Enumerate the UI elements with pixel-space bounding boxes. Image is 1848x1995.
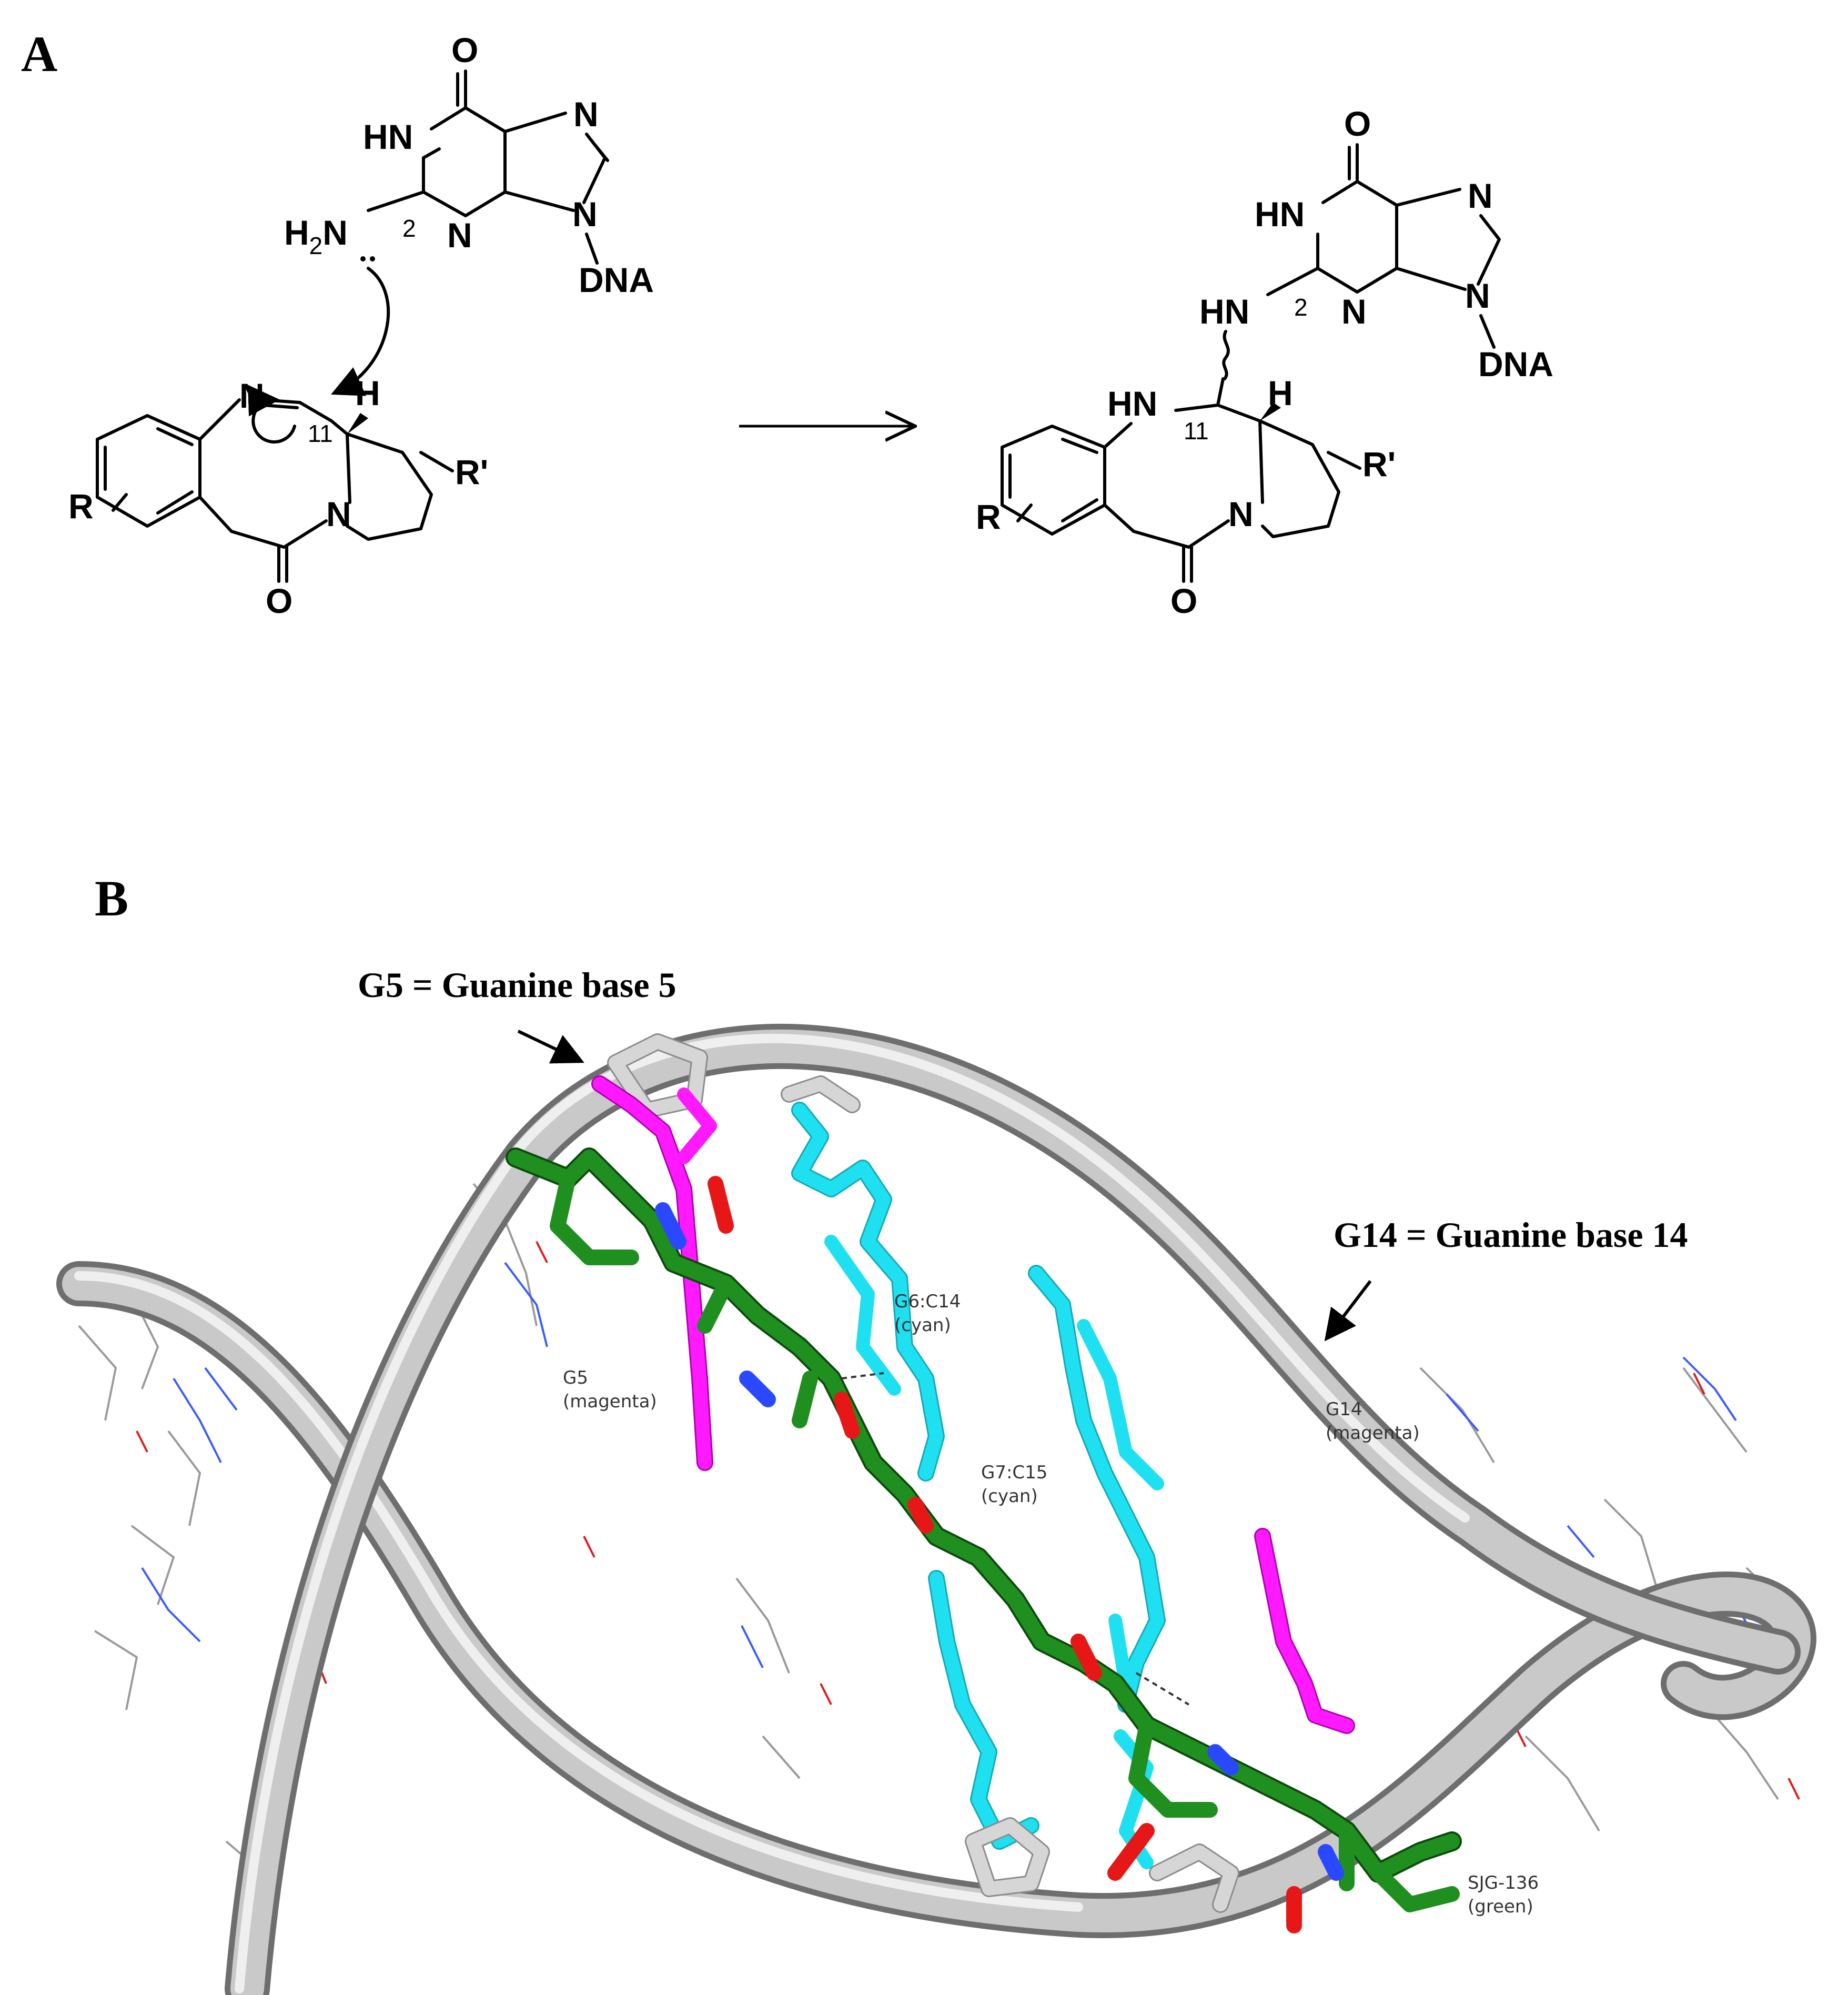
guanine-right-n2h: HN	[1199, 292, 1249, 331]
callout-g14: G14 = Guanine base 14	[1334, 1215, 1688, 1255]
guanine-left-n1h: HN	[363, 117, 413, 156]
guanine-right-n7: N	[1468, 176, 1493, 215]
guanine-right-n3: N	[1341, 292, 1367, 331]
hbond-lower	[1135, 1672, 1190, 1706]
panel-a-label: A	[21, 26, 57, 82]
amine-h: H	[284, 213, 309, 252]
label-g7c15-line2: (cyan)	[981, 1486, 1038, 1507]
label-g7c15-line1: G7:C15	[981, 1462, 1047, 1483]
panel-b-label: B	[95, 870, 128, 926]
pbd-left-h: H	[355, 374, 380, 412]
guanine-right: O HN N N N HN 2 DNA	[1199, 104, 1553, 384]
amine-n: N	[322, 213, 348, 252]
pbd-left-o: O	[266, 581, 292, 620]
guanine-right-o6: O	[1344, 104, 1371, 143]
guanine-right-position-2: 2	[1294, 294, 1308, 321]
dna-backbone-ribbon	[56, 1024, 1816, 1995]
guanine-left-o6: O	[451, 31, 478, 69]
pbd-right-n4: N	[1228, 495, 1254, 533]
pbd-right-r: R	[976, 497, 1001, 536]
dna-structure	[56, 1024, 1816, 1995]
pbd-left-r: R	[68, 487, 94, 526]
pbd-right: HN H 11 R N R' O	[976, 374, 1396, 620]
pbd-left-c11: 11	[308, 420, 333, 447]
pbd-right-n10h: HN	[1107, 384, 1157, 423]
sjg-136-sticks	[506, 1147, 1462, 1933]
pbd-left-rprime: R'	[455, 452, 488, 491]
pbd-right-c11: 11	[1184, 417, 1209, 445]
guanine-g14-sticks	[1254, 1528, 1355, 1734]
pbd-right-o: O	[1170, 581, 1197, 620]
label-g14-line1: G14	[1326, 1399, 1362, 1420]
guanine-left: O HN N N N H2N 2 DNA	[284, 31, 654, 396]
label-g5-line1: G5	[563, 1367, 588, 1388]
guanine-right-dna: DNA	[1478, 345, 1553, 384]
pbd-right-rprime: R'	[1362, 445, 1396, 483]
guanine-left-amine: H2N	[284, 213, 348, 259]
callout-g14-arrow	[1324, 1280, 1372, 1342]
guanine-left-position-2: 2	[402, 215, 416, 242]
label-sjg136-line2: (green)	[1468, 1896, 1533, 1917]
base-pair-g7-c15	[1028, 1265, 1166, 1713]
guanine-right-n1h: HN	[1255, 195, 1305, 234]
callout-g5-arrow	[517, 1030, 584, 1064]
base-pair-g6-c14	[791, 1102, 945, 1482]
guanine-left-n3: N	[447, 216, 472, 255]
callout-g5: G5 = Guanine base 5	[358, 965, 676, 1005]
pbd-left: N H 11 R N R' O	[68, 374, 488, 620]
label-g6c14-line1: G6:C14	[894, 1291, 961, 1312]
sugar-rings	[607, 1033, 1239, 1913]
amine-subscript: 2	[309, 232, 323, 259]
label-g14-line2: (magenta)	[1326, 1423, 1420, 1444]
pbd-left-n10: N	[239, 376, 265, 415]
guanine-g5-sticks	[591, 1075, 717, 1471]
guanine-left-dna: DNA	[579, 260, 654, 299]
hbond-upper	[841, 1372, 884, 1379]
guanine-left-n7: N	[573, 95, 599, 134]
label-g5-line2: (magenta)	[563, 1391, 657, 1412]
label-sjg136-line1: SJG-136	[1468, 1872, 1539, 1893]
label-g6c14-line2: (cyan)	[894, 1315, 951, 1336]
